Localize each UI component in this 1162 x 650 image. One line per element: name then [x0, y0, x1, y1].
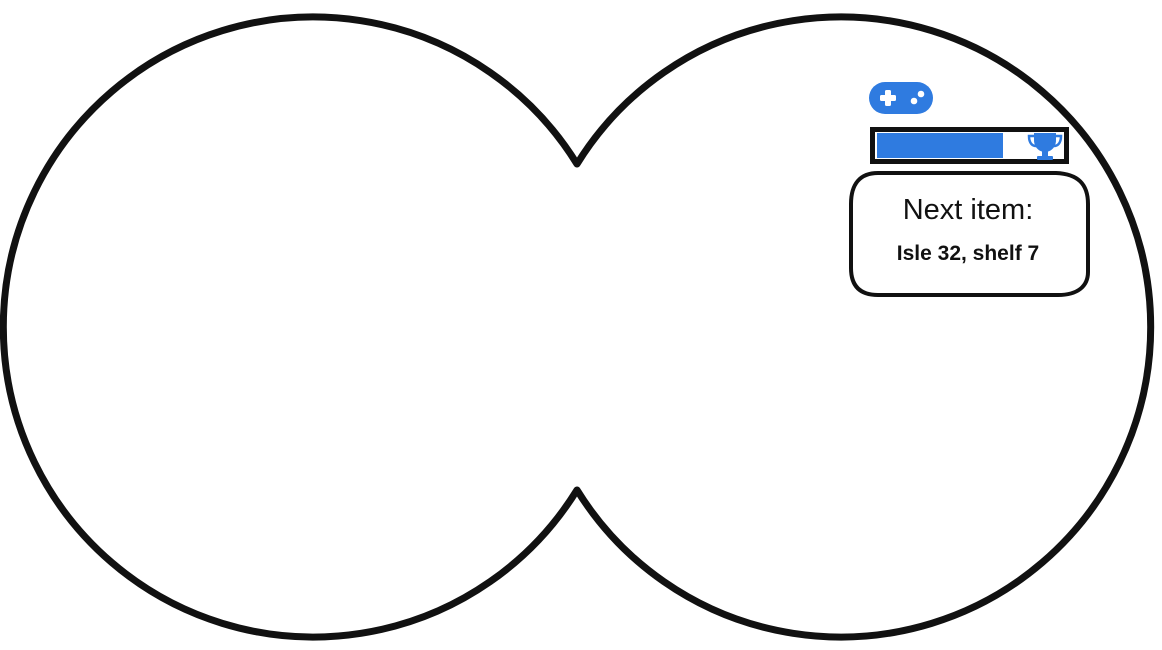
next-item-card: Next item: Isle 32, shelf 7	[846, 170, 1090, 298]
progress-fill	[877, 133, 1003, 158]
gamepad-icon[interactable]	[868, 81, 934, 115]
next-item-card-border	[849, 171, 1090, 297]
progress-bar	[870, 127, 1069, 164]
trophy-icon	[1027, 133, 1063, 160]
next-item-title: Next item:	[902, 194, 1034, 226]
binocular-outline	[0, 13, 1155, 641]
next-item-location: Isle 32, shelf 7	[896, 242, 1040, 265]
